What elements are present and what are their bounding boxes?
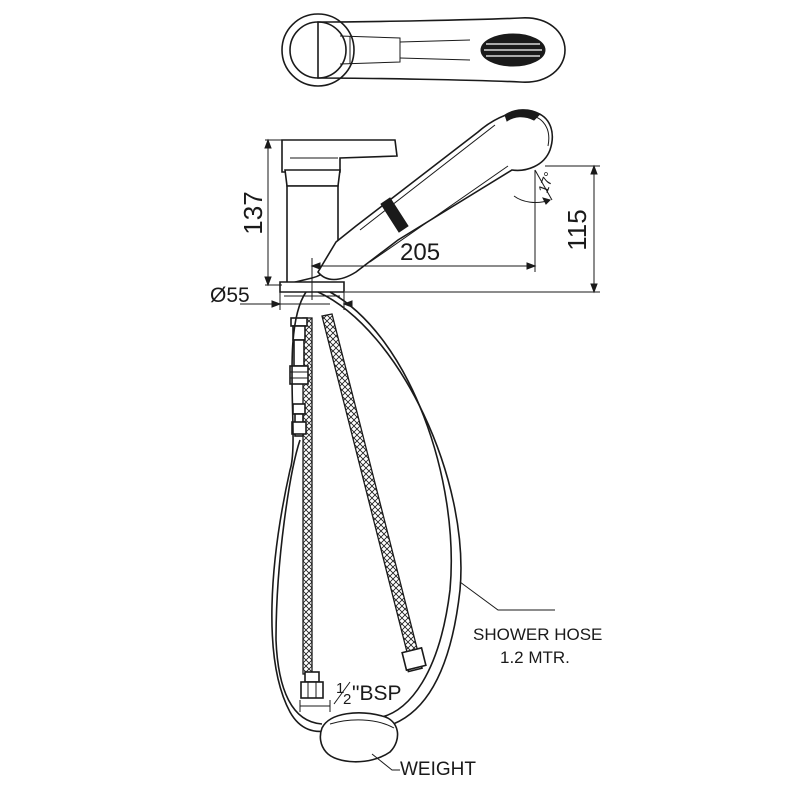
dimension-lines [240,138,600,310]
thread-label: "BSP [352,682,401,705]
dimension-137: 137 [238,191,268,234]
pull-out-spray-head [317,109,554,281]
dimension-205: 205 [400,239,440,266]
dimension-diameter-55: Ø55 [210,284,250,307]
dimension-115: 115 [562,209,592,250]
supply-hoses [289,313,427,699]
hose-weight [319,712,399,763]
leader-lines [299,581,555,771]
shower-hose [271,291,462,733]
shower-hose-label: SHOWER HOSE [473,625,602,644]
thread-fraction-numerator: 1 [336,680,344,697]
thread-fraction-denominator: 2 [343,691,351,708]
shower-hose-length: 1.2 MTR. [500,648,570,667]
weight-label: WEIGHT [400,759,476,780]
dimension-angle-17: 17° [535,170,557,195]
top-view [281,13,566,87]
